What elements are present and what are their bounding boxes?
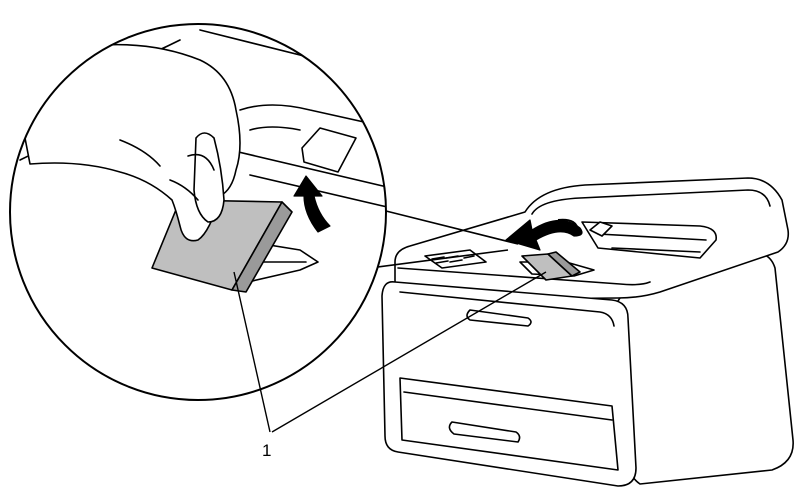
paper-exit-slot: [581, 221, 717, 259]
callout-number: 1: [262, 441, 271, 460]
zoom-slot-edge-2: [249, 174, 386, 211]
zoom-slot-edge: [229, 149, 386, 191]
hand-wrist-line: [119, 139, 161, 167]
zoom-detail: [10, 29, 386, 293]
control-button: [449, 259, 463, 263]
printer: [381, 177, 794, 487]
control-button: [435, 260, 449, 264]
zoom-connector-top: [381, 209, 519, 245]
support-flap-large-side: [231, 201, 293, 293]
slot-small-tab: [589, 221, 613, 237]
hand-thumb: [187, 153, 215, 171]
control-button: [431, 256, 445, 260]
callout-leader-zoom: [233, 271, 271, 433]
paper-tray: [399, 377, 619, 471]
front-cover-seam: [399, 291, 615, 327]
zoom-slot-tab: [301, 127, 357, 173]
zoom-top-edge: [239, 104, 386, 131]
control-button: [463, 255, 475, 259]
zoom-top-edge-2: [249, 126, 301, 131]
zoom-circle-outline: [9, 23, 387, 401]
front-cover-handle: [466, 309, 532, 327]
paper-exit-slot-line-2: [611, 247, 701, 253]
printer-top-rear-edge: [531, 189, 771, 215]
support-flap-small-edge: [547, 251, 581, 277]
paper-exit-slot-line: [597, 233, 707, 241]
paper-tray-handle: [448, 421, 521, 443]
up-curved-arrow-icon: [293, 175, 331, 233]
printer-front-top-edge: [397, 267, 651, 286]
curved-arrow-icon: [505, 219, 583, 251]
curved-arrow-icon-tail: [557, 218, 579, 233]
hand-knuckle: [169, 179, 199, 201]
paper-tray-inner: [403, 391, 613, 421]
callout-leader-printer: [271, 271, 547, 433]
zoom-connector-bottom: [369, 249, 509, 269]
